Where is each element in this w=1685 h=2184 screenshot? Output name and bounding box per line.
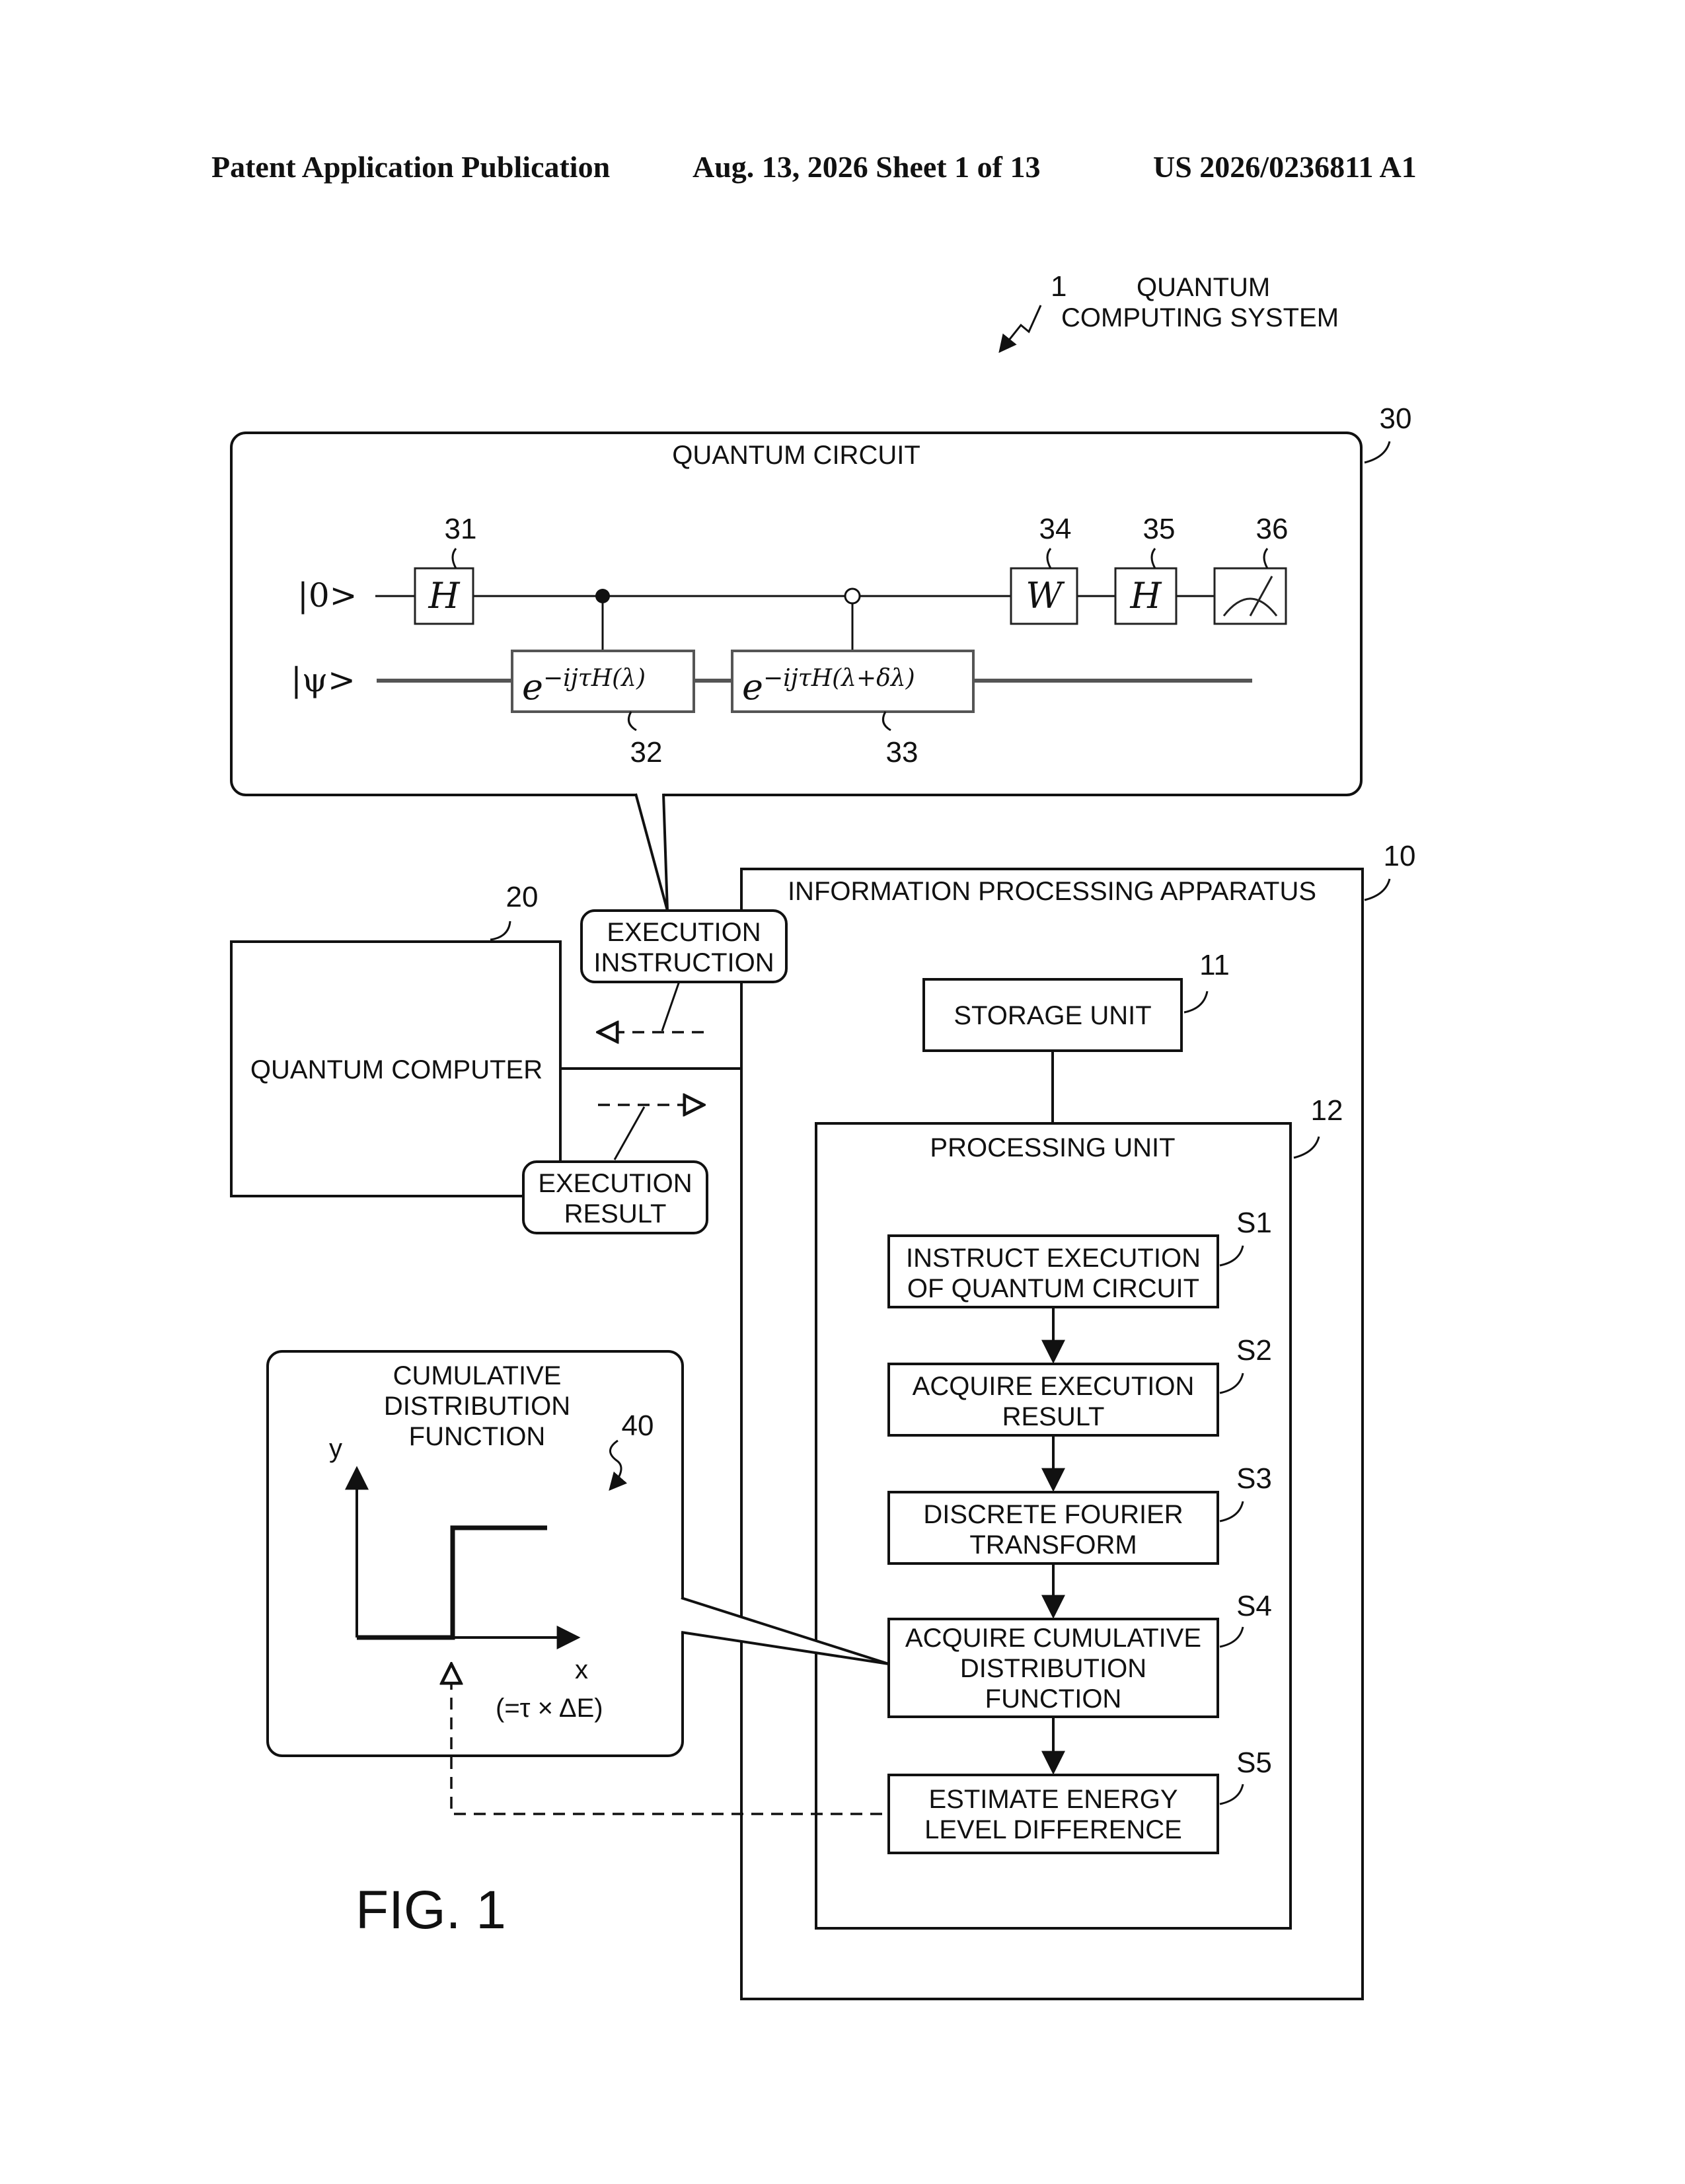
cdf-title-line3: FUNCTION	[409, 1422, 546, 1451]
execution-result-line2: RESULT	[564, 1199, 667, 1228]
step-s3-ref: S3	[1236, 1462, 1272, 1495]
cdf-title-line2: DISTRIBUTION	[384, 1392, 570, 1421]
step-s5-line1: ESTIMATE ENERGY	[928, 1785, 1178, 1814]
date-sheet-label: Aug. 13, 2026 Sheet 1 of 13	[693, 150, 1040, 184]
system-label: 1 QUANTUM COMPUTING SYSTEM	[1000, 270, 1339, 352]
quantum-computer: QUANTUM COMPUTER 20	[231, 881, 560, 1196]
information-processing-apparatus: INFORMATION PROCESSING APPARATUS 10 STOR…	[741, 840, 1415, 1999]
quantum-circuit-panel: QUANTUM CIRCUIT 30 |0> |ψ> H 31 e−ijτH(λ…	[231, 402, 1411, 911]
execution-result-callout: EXECUTION RESULT	[523, 1162, 707, 1233]
step-s2: ACQUIRE EXECUTION RESULT S2	[889, 1334, 1272, 1435]
figure-label: FIG. 1	[356, 1880, 506, 1940]
circuit-ref: 30	[1380, 402, 1412, 435]
step-s4: ACQUIRE CUMULATIVE DISTRIBUTION FUNCTION…	[889, 1590, 1272, 1717]
processing-ref: 12	[1311, 1094, 1343, 1127]
w-gate-symbol: W	[1026, 575, 1065, 617]
quantum-circuit-box	[231, 433, 1361, 795]
instruction-callout-pointer	[662, 981, 679, 1031]
gate-34-ref: 34	[1039, 513, 1072, 545]
storage-unit-label: STORAGE UNIT	[954, 1001, 1151, 1030]
execution-instruction-line1: EXECUTION	[607, 918, 761, 947]
cdf-panel: CUMULATIVE DISTRIBUTION FUNCTION 40 y x …	[268, 1351, 889, 1756]
quantum-circuit-title: QUANTUM CIRCUIT	[672, 441, 920, 470]
step-s3-line2: TRANSFORM	[969, 1530, 1137, 1560]
step-s4-ref: S4	[1236, 1590, 1272, 1622]
publication-label: Patent Application Publication	[211, 150, 610, 184]
processing-unit-title: PROCESSING UNIT	[930, 1133, 1175, 1162]
step-s5-ref: S5	[1236, 1747, 1272, 1779]
gate-35-ref: 35	[1143, 513, 1176, 545]
execution-instruction-callout: EXECUTION INSTRUCTION	[581, 911, 786, 982]
execution-instruction-line2: INSTRUCTION	[593, 948, 774, 977]
step-s4-line2: DISTRIBUTION	[960, 1654, 1146, 1683]
step-s5: ESTIMATE ENERGY LEVEL DIFFERENCE S5	[889, 1747, 1272, 1853]
apparatus-title: INFORMATION PROCESSING APPARATUS	[788, 877, 1316, 906]
step-s5-line2: LEVEL DIFFERENCE	[924, 1815, 1182, 1844]
system-ref: 1	[1051, 270, 1067, 303]
cdf-y-label: y	[329, 1434, 342, 1463]
result-callout-pointer	[615, 1107, 644, 1160]
state-ket: |ψ>	[291, 661, 356, 699]
step-s2-line1: ACQUIRE EXECUTION	[913, 1372, 1195, 1401]
storage-ref: 11	[1199, 949, 1230, 981]
publication-number: US 2026/0236811 A1	[1153, 150, 1417, 184]
step-s1-line1: INSTRUCT EXECUTION	[906, 1244, 1201, 1273]
step-s3-line1: DISCRETE FOURIER	[923, 1500, 1183, 1529]
step-s2-line2: RESULT	[1002, 1402, 1105, 1431]
cdf-title-line1: CUMULATIVE	[393, 1361, 562, 1390]
gate-36-ref: 36	[1256, 513, 1289, 545]
execution-result-line1: EXECUTION	[538, 1169, 692, 1198]
page-header: Patent Application Publication Aug. 13, …	[211, 150, 1417, 184]
step-s2-ref: S2	[1236, 1334, 1272, 1367]
system-label-line2: COMPUTING SYSTEM	[1061, 303, 1339, 332]
qubit-ket: |0>	[297, 576, 357, 615]
apparatus-ref: 10	[1384, 840, 1416, 872]
step-s1-line2: OF QUANTUM CIRCUIT	[907, 1274, 1199, 1303]
control-dot-open	[845, 589, 860, 603]
system-label-line1: QUANTUM	[1137, 273, 1270, 302]
step-s4-line3: FUNCTION	[985, 1684, 1122, 1713]
cdf-x-note: (=τ × ΔE)	[496, 1694, 603, 1723]
step-s1: INSTRUCT EXECUTION OF QUANTUM CIRCUIT S1	[889, 1207, 1272, 1307]
step-s4-line1: ACQUIRE CUMULATIVE	[905, 1624, 1201, 1653]
cdf-ref: 40	[622, 1410, 654, 1442]
control-dot-filled	[595, 589, 610, 603]
step-s1-ref: S1	[1236, 1207, 1272, 1239]
cdf-callout-tail	[681, 1598, 889, 1664]
circuit-ref-leader	[1365, 441, 1390, 463]
computer-ref: 20	[506, 881, 539, 913]
cdf-x-label: x	[575, 1655, 588, 1684]
gate-32-ref: 32	[630, 736, 663, 769]
hadamard-gate-2-symbol: H	[1129, 575, 1162, 617]
step-s3: DISCRETE FOURIER TRANSFORM S3	[889, 1462, 1272, 1563]
gate-33-ref: 33	[886, 736, 918, 769]
gate-31-ref: 31	[445, 513, 477, 545]
system-pointer-arrow	[1000, 305, 1041, 352]
hadamard-gate-1-symbol: H	[428, 575, 460, 617]
quantum-computer-label: QUANTUM COMPUTER	[250, 1055, 543, 1084]
circuit-callout-tail	[636, 794, 667, 911]
